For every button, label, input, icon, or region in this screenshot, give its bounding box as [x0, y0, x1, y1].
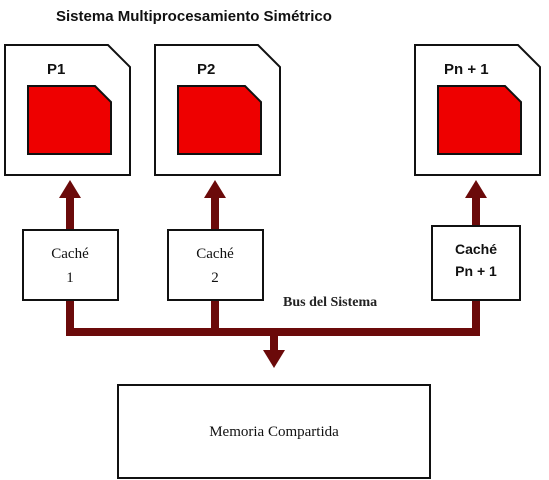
cache-1: Caché 1: [22, 229, 119, 301]
processor-n1-label: Pn + 1: [444, 61, 489, 78]
bus-label: Bus del Sistema: [283, 295, 377, 310]
cache-n1-box: [431, 225, 521, 301]
processor-n1-chip-icon: [437, 85, 522, 155]
shared-memory-label: Memoria Compartida: [209, 424, 339, 440]
cache-2-title: Caché: [196, 246, 234, 262]
processor-2-label: P2: [197, 61, 215, 78]
cache-2: Caché 2: [167, 229, 264, 301]
bus-stem-1: [66, 300, 74, 336]
cache-2-number: 2: [211, 270, 219, 286]
cache-2-box: [167, 229, 264, 301]
arrow-n1-head: [465, 180, 487, 198]
cache-n1-title: Caché: [455, 241, 497, 257]
cache-1-number: 1: [66, 270, 74, 286]
processor-n1: Pn + 1: [414, 44, 541, 176]
cache-1-box: [22, 229, 119, 301]
bus-to-memory-stem: [270, 330, 278, 352]
arrow-n1-shaft: [472, 196, 480, 226]
processor-1-chip-icon: [27, 85, 112, 155]
shared-memory: Memoria Compartida: [117, 384, 431, 479]
cache-n1-number: Pn + 1: [455, 263, 497, 279]
system-bus: [59, 180, 487, 368]
bus-stem-2: [211, 300, 219, 336]
arrow-2-head: [204, 180, 226, 198]
cache-n1: Caché Pn + 1: [431, 225, 521, 301]
shared-memory-box: [117, 384, 431, 479]
bus-to-memory-arrowhead: [263, 350, 285, 368]
diagram-title: Sistema Multiprocesamiento Simétrico: [56, 8, 332, 25]
cache-1-title: Caché: [51, 246, 89, 262]
arrow-1-shaft: [66, 196, 74, 230]
arrow-1-head: [59, 180, 81, 198]
processor-1-label: P1: [47, 61, 65, 78]
processor-1: P1: [4, 44, 131, 176]
processor-2: P2: [154, 44, 281, 176]
processor-2-chip-icon: [177, 85, 262, 155]
bus-stem-n1: [472, 300, 480, 336]
arrow-2-shaft: [211, 196, 219, 230]
